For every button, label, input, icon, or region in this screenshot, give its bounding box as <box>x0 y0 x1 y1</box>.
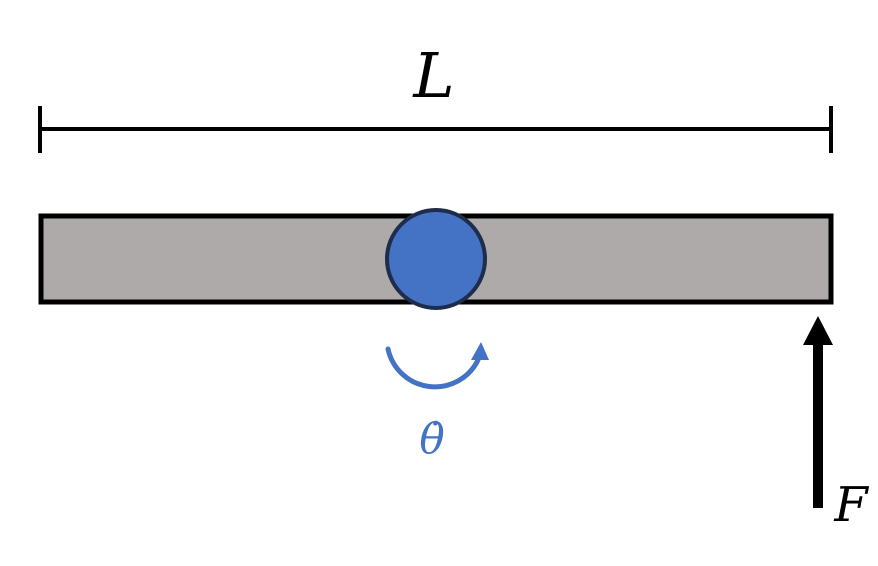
length-dimension: L <box>38 39 833 153</box>
angular-velocity-label: θ̇ <box>419 414 444 463</box>
force-vector: F <box>803 316 869 533</box>
rotation-arc <box>385 346 481 390</box>
rotation-indicator: θ̇ <box>385 342 489 463</box>
rotation-arrowhead-icon <box>471 342 489 360</box>
force-arrowhead-icon <box>803 316 833 345</box>
pivot-joint <box>385 208 487 310</box>
length-label: L <box>412 39 454 112</box>
force-label: F <box>833 477 869 533</box>
